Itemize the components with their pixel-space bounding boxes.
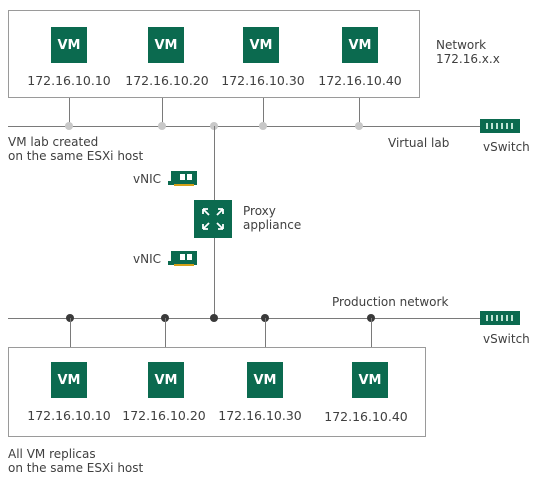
proxy-label-line1: Proxy — [243, 204, 276, 218]
virtual-lab-label: Virtual lab — [388, 136, 450, 150]
replicas-caption-line2: on the same ESXi host — [8, 461, 144, 475]
replica-vm-4: VM — [352, 362, 388, 398]
replica-vm-4-link — [371, 318, 372, 347]
lab-vm-3-ip: 172.16.10.30 — [221, 73, 305, 88]
lab-node-3 — [259, 122, 267, 130]
vnic-top-icon — [168, 171, 197, 186]
replica-vm-3-ip: 172.16.10.30 — [218, 408, 302, 423]
proxy-label-line2: appliance — [243, 218, 302, 232]
lab-vm-2: VM — [148, 27, 184, 63]
vnic-bottom-icon — [168, 251, 197, 266]
replica-vm-2-ip: 172.16.10.20 — [122, 408, 206, 423]
lab-vm-3: VM — [243, 27, 279, 63]
lab-node-2 — [158, 122, 166, 130]
replica-vm-1: VM — [51, 362, 87, 398]
replica-vm-2-link — [165, 318, 166, 347]
lab-vm-4: VM — [342, 27, 378, 63]
vnic-bottom-label: vNIC — [133, 252, 161, 266]
proxy-label: Proxy appliance — [243, 204, 301, 232]
network-label-line2: 172.16.x.x — [436, 52, 500, 66]
production-network-label: Production network — [332, 295, 449, 309]
vm-lab-caption-line1: VM lab created — [8, 135, 99, 149]
lab-vm-1-ip: 172.16.10.10 — [27, 73, 111, 88]
lab-node-4 — [355, 122, 363, 130]
network-label: Network 172.16.x.x — [436, 38, 500, 66]
replica-vm-4-ip: 172.16.10.40 — [324, 409, 408, 424]
network-label-line1: Network — [436, 38, 487, 52]
lab-vm-2-link — [162, 98, 163, 126]
replica-vm-3-link — [265, 318, 266, 347]
replicas-caption-line1: All VM replicas — [8, 447, 96, 461]
lab-vm-1-link — [69, 98, 70, 126]
lab-vm-4-link — [359, 98, 360, 126]
virtual-lab-switch-icon — [480, 119, 520, 133]
lab-node-1 — [65, 122, 73, 130]
replicas-caption: All VM replicas on the same ESXi host — [8, 447, 143, 475]
replica-vm-3: VM — [247, 362, 283, 398]
replica-vm-2: VM — [148, 362, 184, 398]
replica-vm-1-link — [70, 318, 71, 347]
virtual-lab-line — [8, 126, 480, 127]
proxy-prod-node — [210, 314, 218, 322]
lab-vm-4-ip: 172.16.10.40 — [318, 73, 402, 88]
lab-vm-2-ip: 172.16.10.20 — [125, 73, 209, 88]
production-switch-label: vSwitch — [483, 332, 530, 346]
vm-lab-caption: VM lab created on the same ESXi host — [8, 135, 143, 163]
vnic-top-label: vNIC — [133, 172, 161, 186]
lab-vm-3-link — [263, 98, 264, 126]
virtual-lab-switch-label: vSwitch — [483, 140, 530, 154]
lab-vm-1: VM — [51, 27, 87, 63]
production-network-line — [8, 318, 480, 319]
proxy-appliance-icon — [194, 200, 232, 238]
production-switch-icon — [480, 311, 520, 325]
vm-lab-caption-line2: on the same ESXi host — [8, 149, 144, 163]
replica-vm-1-ip: 172.16.10.10 — [27, 408, 111, 423]
